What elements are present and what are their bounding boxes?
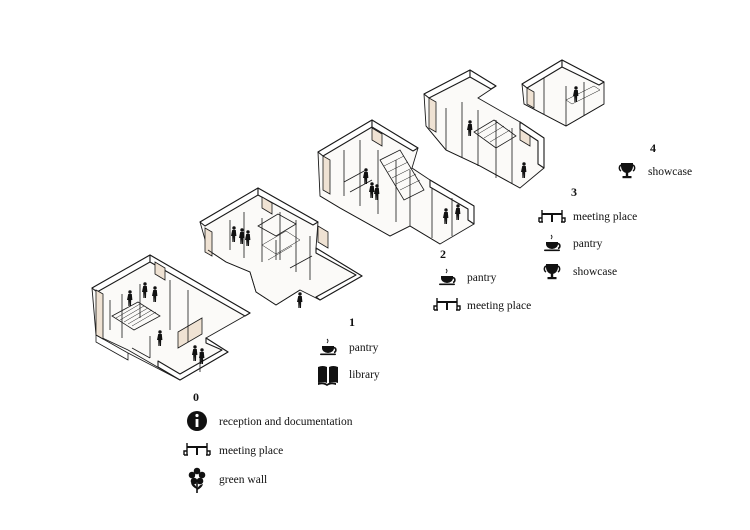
floor-plan-level-4: [521, 59, 605, 127]
flower-icon: [188, 467, 206, 493]
level-number: 4: [650, 141, 656, 155]
level-number: 0: [193, 390, 199, 404]
meeting-table-icon: [183, 442, 211, 456]
legend-item-pantry: pantry: [349, 342, 379, 354]
floor-plan-level-2: [317, 119, 475, 245]
legend-level-2: 2 pantry meeting place: [433, 247, 531, 312]
coffee-cup-icon: [319, 338, 337, 356]
legend-item-showcase: showcase: [573, 266, 617, 278]
legend-item-showcase: showcase: [648, 166, 692, 178]
legend-item-reception: reception and documentation: [219, 416, 353, 428]
legend-item-library: library: [349, 369, 380, 381]
info-icon: [187, 411, 207, 431]
legend-item-meeting-place: meeting place: [219, 445, 283, 457]
legend-item-meeting-place: meeting place: [467, 300, 531, 312]
legend-level-1: 1 pantry library: [318, 315, 380, 386]
legend-item-meeting-place: meeting place: [573, 211, 637, 223]
floor-plan-level-1: [199, 187, 363, 308]
coffee-cup-icon: [438, 268, 456, 286]
floor-plan-level-3: [423, 69, 545, 189]
legend-item-green-wall: green wall: [219, 474, 267, 486]
level-number: 1: [349, 315, 355, 329]
meeting-table-icon: [433, 297, 461, 311]
legend-level-4: 4 showcase: [618, 141, 692, 179]
level-number: 3: [571, 185, 577, 199]
trophy-icon: [543, 263, 561, 280]
legend-item-pantry: pantry: [573, 238, 603, 250]
floor-plan-level-0: [91, 254, 251, 381]
book-icon: [318, 366, 338, 386]
legend-level-0: 0 reception and documentation meeting pl…: [183, 390, 353, 493]
meeting-table-icon: [538, 209, 566, 223]
legend-item-pantry: pantry: [467, 272, 497, 284]
legend-level-3: 3 meeting place pantry showcase: [538, 185, 637, 280]
level-number: 2: [440, 247, 446, 261]
coffee-cup-icon: [543, 234, 561, 252]
trophy-icon: [618, 162, 636, 179]
